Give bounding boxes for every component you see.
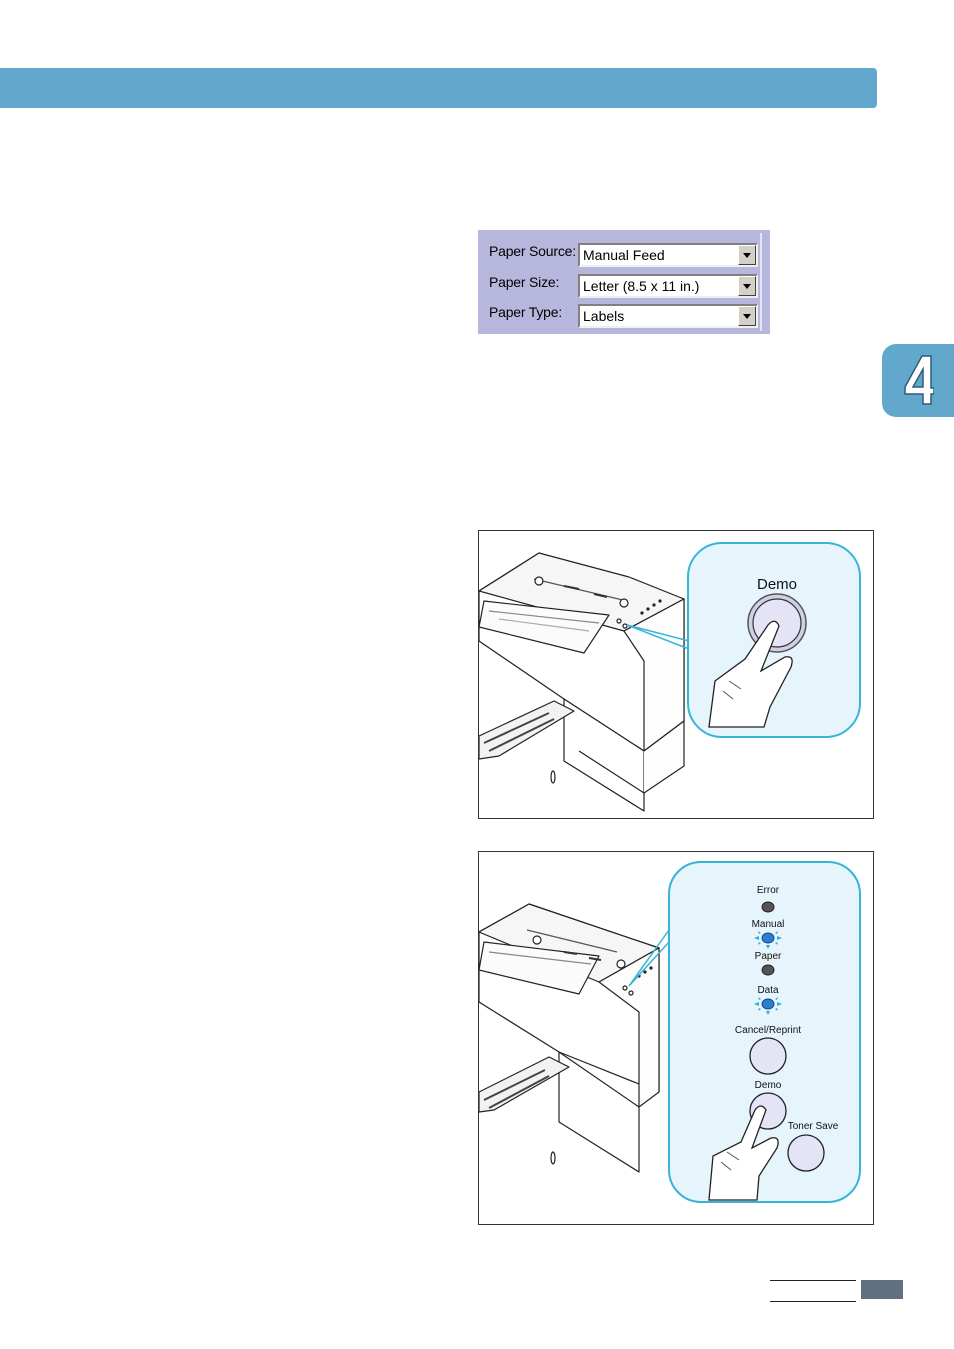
paper-source-label: Paper Source:	[489, 243, 576, 259]
manual-led-label: Manual	[752, 919, 785, 930]
cancel-reprint-button[interactable]	[749, 1037, 787, 1075]
paper-type-value: Labels	[583, 308, 625, 324]
paper-led-label: Paper	[755, 951, 782, 962]
hand-press-icon	[708, 1105, 779, 1201]
toner-save-button[interactable]	[787, 1134, 825, 1172]
error-led-label: Error	[757, 885, 780, 896]
data-led-blink-icon	[754, 997, 782, 1015]
page-number-box	[861, 1280, 903, 1299]
control-panel-illustration: Error Manual Paper Data Cancel/Reprint D…	[479, 861, 861, 1203]
chapter-number-graphic	[904, 355, 934, 405]
figure-demo-button: Demo	[478, 530, 874, 819]
paper-led-icon	[761, 964, 775, 976]
manual-led-icon	[761, 932, 775, 944]
error-led-icon	[761, 901, 775, 913]
hand-press-icon	[708, 620, 793, 728]
paper-type-label: Paper Type:	[489, 304, 563, 320]
demo-button-label: Demo	[755, 1080, 782, 1091]
paper-size-select[interactable]: Letter (8.5 x 11 in.)	[578, 274, 758, 298]
toner-save-button-label: Toner Save	[788, 1121, 839, 1132]
data-led-label: Data	[757, 985, 779, 996]
paper-settings-panel: Paper Source: Manual Feed Paper Size: Le…	[478, 230, 770, 334]
demo-callout-label: Demo	[757, 576, 797, 593]
paper-size-label: Paper Size:	[489, 274, 560, 290]
chevron-down-icon[interactable]	[738, 276, 756, 296]
figure-control-panel: Error Manual Paper Data Cancel/Reprint D…	[478, 851, 874, 1225]
chapter-tab	[882, 344, 954, 417]
data-led-icon	[761, 998, 775, 1010]
paper-source-select[interactable]: Manual Feed	[578, 243, 758, 267]
chevron-down-icon[interactable]	[738, 245, 756, 265]
paper-source-value: Manual Feed	[583, 247, 665, 263]
paper-size-value: Letter (8.5 x 11 in.)	[583, 278, 700, 294]
cancel-button-label: Cancel/Reprint	[735, 1025, 801, 1036]
footer-rule	[770, 1280, 856, 1302]
control-panel-callout	[668, 861, 861, 1203]
header-bar	[0, 68, 877, 108]
printer-illustration: Demo	[479, 542, 861, 812]
chevron-down-icon[interactable]	[738, 306, 756, 326]
paper-type-select[interactable]: Labels	[578, 304, 758, 328]
manual-led-blink-icon	[754, 931, 782, 949]
